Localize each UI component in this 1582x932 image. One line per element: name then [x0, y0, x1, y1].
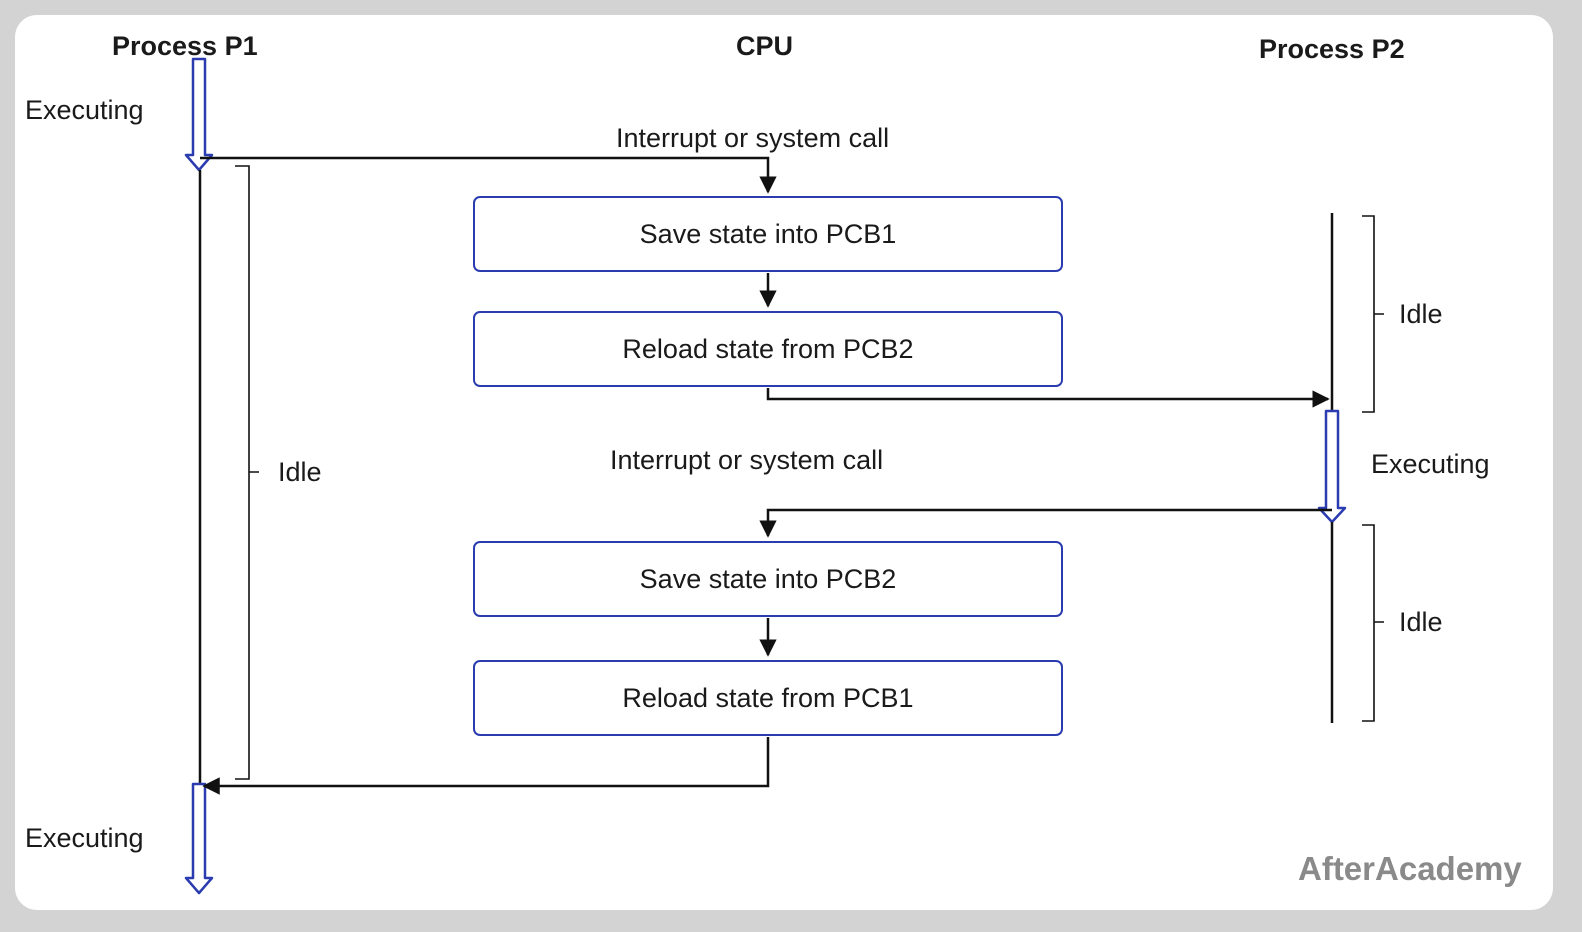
reload-state-pcb1-label: Reload state from PCB1 [622, 682, 914, 713]
save-state-pcb2-label: Save state into PCB2 [639, 563, 897, 594]
p2-idle-top-bracket [1362, 215, 1384, 413]
p2-idle-top-label: Idle [1399, 299, 1443, 329]
connector-reload1-to-p1 [202, 737, 770, 795]
p1-executing-top-arrow [184, 57, 214, 172]
diagram-card [15, 15, 1553, 910]
column-header-cpu: CPU [736, 31, 794, 61]
column-header-process-p1: Process P1 [112, 31, 258, 61]
p2-executing-label: Executing [1371, 449, 1490, 479]
p2-executing-arrow [1317, 409, 1347, 524]
interrupt-1-label: Interrupt or system call [616, 123, 890, 153]
afteracademy-logo: AfterAcademy [1298, 850, 1522, 887]
p2-idle-bottom-bracket [1362, 524, 1384, 722]
reload-state-pcb1-box: Reload state from PCB1 [473, 660, 1063, 736]
save-state-pcb1-label: Save state into PCB1 [639, 218, 897, 249]
column-header-process-p2: Process P2 [1259, 34, 1405, 64]
p1-executing-bottom-label: Executing [25, 823, 144, 853]
p1-idle-bracket [235, 165, 259, 780]
p2-idle-bottom-label: Idle [1399, 607, 1443, 637]
p1-executing-top-label: Executing [25, 95, 144, 125]
interrupt-1-connector [200, 156, 777, 194]
reload-state-pcb2-label: Reload state from PCB2 [622, 333, 914, 364]
p1-idle-label: Idle [278, 457, 322, 487]
reload-state-pcb2-box: Reload state from PCB2 [473, 311, 1063, 387]
save-state-pcb2-box: Save state into PCB2 [473, 541, 1063, 617]
connector-reload2-to-p2 [766, 388, 1330, 408]
p1-executing-bottom-arrow [184, 782, 214, 895]
interrupt-2-label: Interrupt or system call [610, 445, 884, 475]
save-state-pcb1-box: Save state into PCB1 [473, 196, 1063, 272]
interrupt-2-connector [759, 508, 1332, 538]
